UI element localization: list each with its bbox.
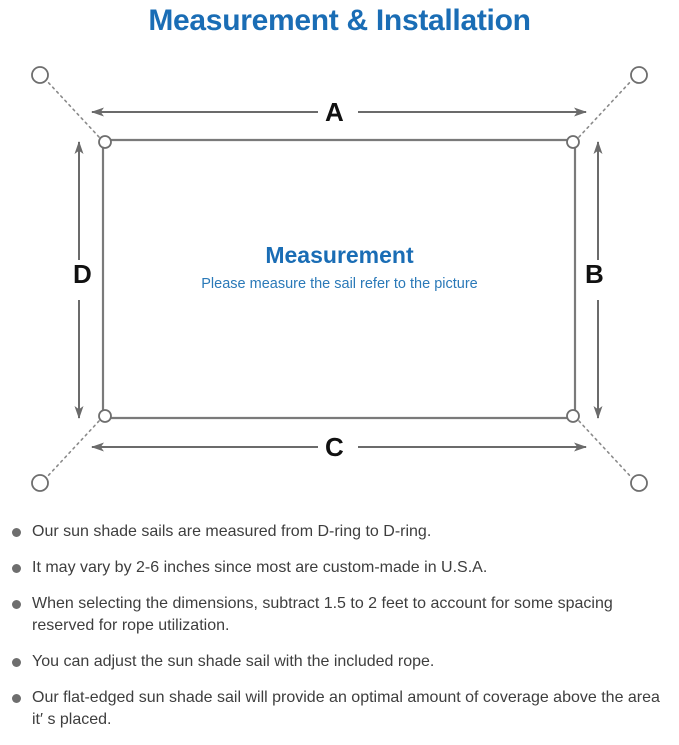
dimension-label-d: D [66,260,99,288]
diagram-center-title: Measurement [265,242,414,268]
list-item: Our sun shade sails are measured from D-… [0,521,679,543]
d-rings [98,135,580,423]
dimension-label-c: C [318,433,351,461]
rope-top-left [45,79,100,138]
anchor-bottom-right [630,474,648,492]
bullet-icon [12,564,21,573]
dimension-label-a: A [318,98,351,126]
rope-bottom-left [45,420,100,479]
measurement-diagram: A B C D Measurement Please measure the s… [0,44,679,514]
rope-top-right [578,79,633,138]
notes-list: Our sun shade sails are measured from D-… [0,521,679,745]
list-item: Our flat-edged sun shade sail will provi… [0,687,679,731]
page-title: Measurement & Installation [148,4,531,37]
d-ring-top-right [566,135,580,149]
list-item: It may vary by 2-6 inches since most are… [0,557,679,579]
anchor-top-right [630,66,648,84]
dimension-label-b: B [578,260,611,288]
rope-lines [45,79,633,479]
note-text: It may vary by 2-6 inches since most are… [32,559,488,576]
list-item: You can adjust the sun shade sail with t… [0,651,679,673]
bullet-icon [12,528,21,537]
d-ring-top-left [98,135,112,149]
d-ring-bottom-right [566,409,580,423]
bullet-icon [12,694,21,703]
note-text: When selecting the dimensions, subtract … [32,595,613,634]
anchor-bottom-left [31,474,49,492]
note-text: You can adjust the sun shade sail with t… [32,653,435,670]
sail-rectangle [101,138,577,420]
bullet-icon [12,658,21,667]
d-ring-bottom-left [98,409,112,423]
rope-bottom-right [578,420,633,479]
note-text: Our flat-edged sun shade sail will provi… [32,689,660,728]
note-text: Our sun shade sails are measured from D-… [32,523,432,540]
anchor-top-left [31,66,49,84]
bullet-icon [12,600,21,609]
diagram-center-subtitle: Please measure the sail refer to the pic… [201,276,478,292]
diagram-svg [31,66,648,492]
anchor-points [31,66,648,492]
list-item: When selecting the dimensions, subtract … [0,593,679,637]
